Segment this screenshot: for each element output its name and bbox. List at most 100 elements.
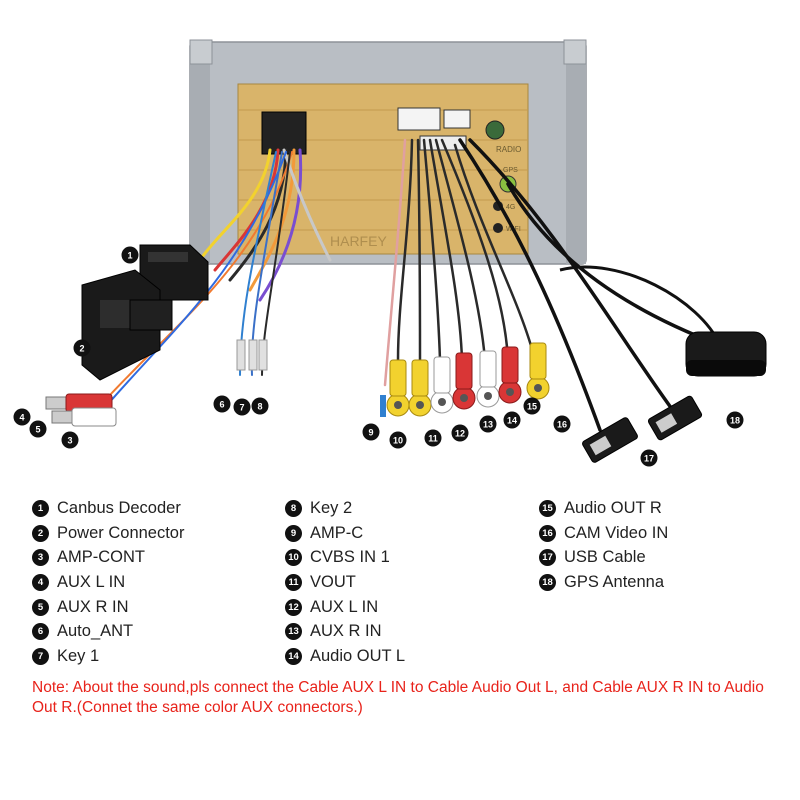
number-badge: 3 xyxy=(32,549,49,567)
number-badge: 13 xyxy=(285,623,302,641)
port-wifi xyxy=(493,223,503,233)
marker-17: 17 xyxy=(640,449,658,467)
number-badge: 8 xyxy=(285,499,302,517)
legend-label: USB Cable xyxy=(564,548,646,567)
marker-10: 10 xyxy=(389,431,407,449)
rca-wires xyxy=(383,138,722,432)
svg-text:12: 12 xyxy=(455,429,465,439)
legend-item: 11 VOUT xyxy=(285,570,405,595)
number-badge: 6 xyxy=(32,623,49,641)
marker-8: 8 xyxy=(251,397,269,415)
legend-label: VOUT xyxy=(310,572,356,591)
svg-text:10: 10 xyxy=(393,436,403,446)
marker-3: 3 xyxy=(61,431,79,449)
number-badge: 4 xyxy=(32,573,49,591)
legend-label: AMP-CONT xyxy=(57,548,145,567)
number-badge: 18 xyxy=(539,573,556,591)
legend-label: Audio OUT R xyxy=(564,498,662,517)
number-badge: 16 xyxy=(539,524,556,542)
harness-socket xyxy=(261,111,307,155)
number-badge: 7 xyxy=(32,647,49,665)
aux-rca-left xyxy=(45,393,117,427)
legend-label: Power Connector xyxy=(57,523,185,542)
legend-label: GPS Antenna xyxy=(564,572,664,591)
legend-label: AUX R IN xyxy=(310,622,382,641)
bracket-top-right xyxy=(563,39,587,65)
legend-label: CVBS IN 1 xyxy=(310,548,390,567)
svg-text:6: 6 xyxy=(219,400,224,410)
marker-6: 6 xyxy=(213,395,231,413)
number-badge: 11 xyxy=(285,573,302,591)
svg-text:4: 4 xyxy=(19,413,24,423)
legend-item: 3 AMP-CONT xyxy=(32,545,184,570)
legend-label: AUX L IN xyxy=(310,597,379,616)
svg-text:3: 3 xyxy=(67,436,72,446)
marker-16: 16 xyxy=(553,415,571,433)
callout-markers: 1 2 3 4 5 6 7 8 9 10 11 12 13 14 15 16 1… xyxy=(13,246,744,467)
marker-15: 15 xyxy=(523,397,541,415)
sound-connection-note: Note: About the sound,pls connect the Ca… xyxy=(32,679,764,716)
wiring-diagram: HARFEY RADIO GPS 4G WIFI xyxy=(13,39,767,467)
marker-13: 13 xyxy=(479,415,497,433)
legend-label: Key 2 xyxy=(310,498,353,517)
usb-connectors xyxy=(582,395,703,463)
marker-7: 7 xyxy=(233,398,251,416)
marker-9: 9 xyxy=(362,423,380,441)
power-connector xyxy=(81,269,173,381)
legend-label: Auto_ANT xyxy=(57,622,134,641)
svg-text:7: 7 xyxy=(239,403,244,413)
marker-2: 2 xyxy=(73,339,91,357)
svg-text:1: 1 xyxy=(127,251,132,261)
number-badge: 9 xyxy=(285,524,302,542)
svg-text:17: 17 xyxy=(644,454,654,464)
pin-terminals xyxy=(236,339,268,371)
legend-label: Audio OUT L xyxy=(310,646,406,665)
svg-text:15: 15 xyxy=(527,402,537,412)
svg-text:11: 11 xyxy=(428,434,438,444)
marker-14: 14 xyxy=(503,411,521,429)
marker-18: 18 xyxy=(726,411,744,429)
legend-item: 13 AUX R IN xyxy=(285,619,405,644)
legend-item: 17 USB Cable xyxy=(539,545,668,570)
legend-label: Key 1 xyxy=(57,646,100,665)
svg-text:2: 2 xyxy=(79,344,84,354)
legend-item: 4 AUX L IN xyxy=(32,570,184,595)
legend-item: 9 AMP-C xyxy=(285,521,405,546)
svg-text:18: 18 xyxy=(730,416,740,426)
legend-item: 6 Auto_ANT xyxy=(32,619,184,644)
legend-item: 10 CVBS IN 1 xyxy=(285,545,405,570)
svg-text:14: 14 xyxy=(507,416,517,426)
svg-text:16: 16 xyxy=(557,420,567,430)
marker-11: 11 xyxy=(424,429,442,447)
multi-pin-socket-a xyxy=(397,107,441,131)
svg-text:8: 8 xyxy=(257,402,262,412)
rca-plugs-row xyxy=(380,342,550,417)
watermark: HARFEY xyxy=(330,233,387,249)
marker-5: 5 xyxy=(29,420,47,438)
legend-item: 1 Canbus Decoder xyxy=(32,496,184,521)
svg-text:9: 9 xyxy=(368,428,373,438)
legend-item: 7 Key 1 xyxy=(32,644,184,669)
number-badge: 17 xyxy=(539,549,556,567)
bracket-top-left xyxy=(189,39,213,65)
marker-12: 12 xyxy=(451,424,469,442)
gps-antenna xyxy=(559,265,767,377)
number-badge: 1 xyxy=(32,499,49,517)
number-badge: 5 xyxy=(32,598,49,616)
legend-label: Canbus Decoder xyxy=(57,498,181,517)
number-badge: 10 xyxy=(285,549,302,567)
legend-label: AMP-C xyxy=(310,523,364,542)
svg-text:13: 13 xyxy=(483,420,493,430)
legend-label: AUX L IN xyxy=(57,572,126,591)
legend-item: 8 Key 2 xyxy=(285,496,405,521)
legend-item: 18 GPS Antenna xyxy=(539,570,668,595)
